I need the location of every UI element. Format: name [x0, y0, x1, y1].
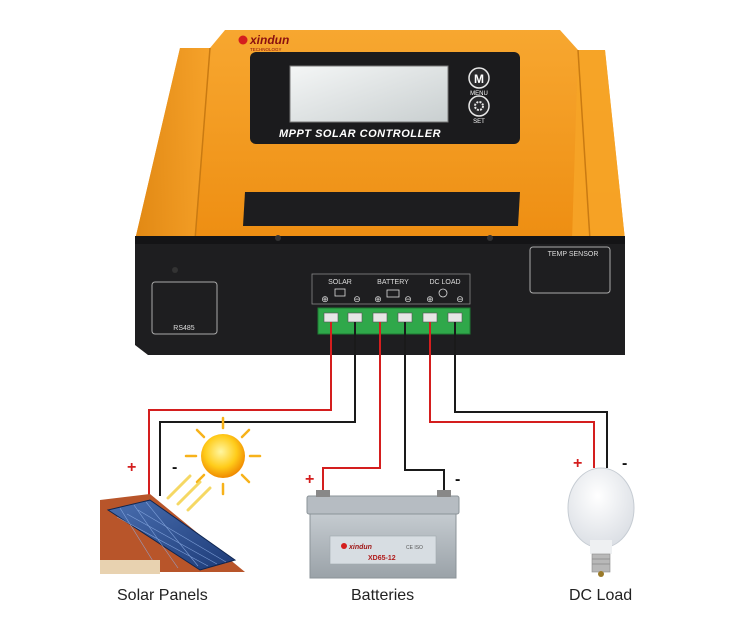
terminal-screw [323, 312, 339, 323]
battery-negative-wire [404, 322, 445, 498]
screw [487, 235, 493, 241]
terminal-screws [323, 312, 463, 323]
controller-side-fin-left [135, 48, 210, 240]
menu-button-label: MENU [470, 91, 488, 97]
rs485-label: RS485 [173, 325, 195, 332]
terminal-screw [447, 312, 463, 323]
battery-label-plate [329, 535, 437, 565]
load-negative-wire [454, 322, 608, 468]
battery-minus-mark: ⊖ [404, 295, 412, 305]
terminal-legend [311, 273, 471, 305]
battery-illustration: xindun XD65-12 CE ISO [306, 490, 460, 579]
load-plus-mark: ⊕ [426, 295, 434, 305]
battery-positive-wire [322, 322, 381, 498]
bulb-glass [567, 467, 635, 549]
lcd-screen [289, 65, 449, 123]
controller-front-panel [135, 240, 625, 355]
charge-controller: MPPT SOLAR CONTROLLER M MENU SET xindun … [135, 30, 625, 355]
solar-panels-caption: Solar Panels [117, 587, 208, 604]
battery-plus-mark: ⊕ [374, 295, 382, 305]
solar-plus-mark: ⊕ [321, 295, 329, 305]
menu-button-key: M [474, 72, 484, 86]
solar-panel [106, 499, 237, 571]
terminal-screw [397, 312, 413, 323]
solar-negative-label: - [172, 459, 178, 476]
terminal-screw [347, 312, 363, 323]
battery-terminal-negative [437, 490, 451, 497]
set-button-label: SET [473, 119, 485, 125]
rs485-port [151, 281, 218, 335]
wiring [148, 322, 608, 498]
brand-tagline: TECHNOLOGY [250, 47, 282, 52]
brand-logo-icon [238, 35, 248, 45]
controller-title: MPPT SOLAR CONTROLLER [279, 128, 441, 140]
battery-terminal-positive [316, 490, 330, 497]
solar-positive-wire [148, 322, 332, 498]
solar-panel-icon [334, 288, 346, 297]
gear-icon [474, 101, 484, 111]
sun-icon [166, 416, 262, 512]
led-bulb-illustration [567, 467, 635, 577]
terminal-label-dc-load: DC LOAD [429, 279, 460, 286]
battery-lid [306, 495, 460, 515]
bulb-base [591, 553, 611, 573]
screw [172, 267, 178, 273]
menu-button[interactable] [468, 67, 490, 89]
load-positive-label: + [573, 455, 583, 472]
terminal-label-battery: BATTERY [377, 279, 409, 286]
battery-brand: xindun [348, 544, 372, 551]
battery-icon [386, 289, 400, 298]
terminal-screw [422, 312, 438, 323]
batteries-caption: Batteries [351, 587, 415, 604]
terminal-polarity-marks: ⊕ ⊖ ⊕ ⊖ ⊕ ⊖ [321, 295, 464, 305]
controller-vent [243, 192, 520, 226]
house-wall [100, 560, 160, 574]
bulb-icon [438, 288, 448, 298]
solar-panels-illustration [100, 494, 245, 574]
controller-side-fin-right [572, 50, 625, 240]
battery-positive-label: + [305, 471, 315, 488]
temp-sensor-port [529, 246, 611, 294]
dc-load-caption: DC Load [569, 587, 633, 604]
terminal-screw [372, 312, 388, 323]
solar-minus-mark: ⊖ [353, 295, 361, 305]
brand-logo: xindun [249, 33, 289, 47]
terminal-label-solar: SOLAR [328, 279, 352, 286]
load-negative-label: - [622, 455, 628, 472]
battery-model: XD65-12 [368, 555, 396, 562]
set-button[interactable] [468, 95, 490, 117]
terminal-block [317, 307, 471, 335]
battery-negative-label: - [455, 471, 461, 488]
battery-brand-icon [341, 543, 347, 549]
battery-cert: CE ISO [406, 545, 423, 551]
load-minus-mark: ⊖ [456, 295, 464, 305]
solar-negative-wire [159, 322, 356, 496]
solar-positive-label: + [127, 459, 137, 476]
temp-sensor-label: TEMP SENSOR [548, 251, 599, 258]
bulb-neck [590, 540, 612, 554]
load-positive-wire [429, 322, 595, 468]
screw [275, 235, 281, 241]
